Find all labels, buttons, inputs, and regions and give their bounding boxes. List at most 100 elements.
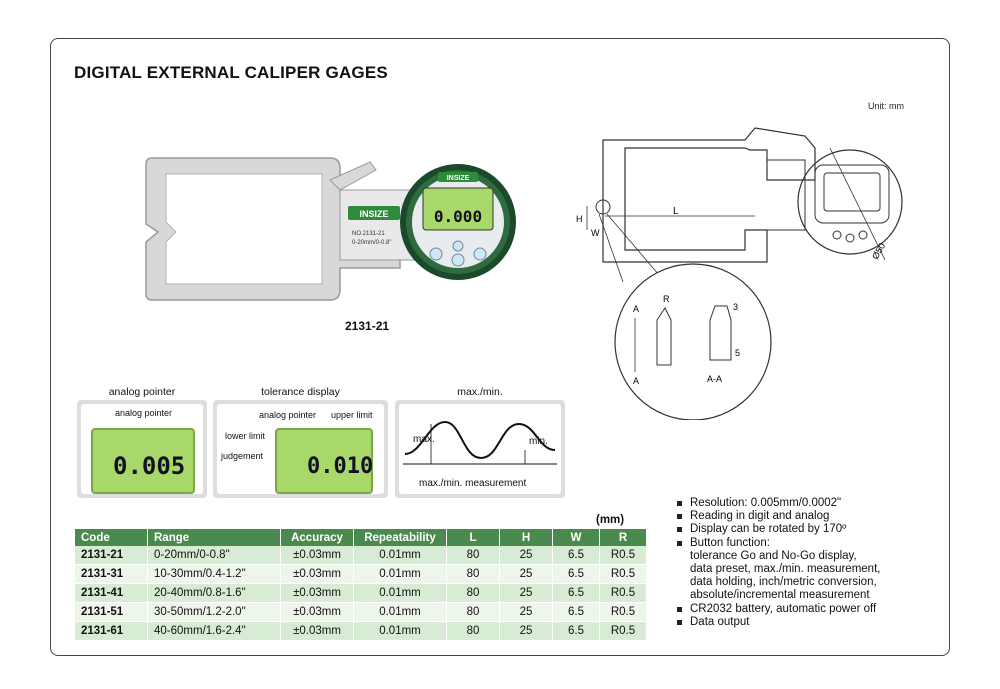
table-cell: R0.5 xyxy=(599,583,647,603)
dim-dia: Ø50 xyxy=(870,241,887,261)
table-cell: ±0.03mm xyxy=(280,564,354,584)
feature-item: CR2032 battery, automatic power off xyxy=(676,603,936,616)
feature-text: Display can be rotated by 170º xyxy=(690,523,847,536)
table-cell: 80 xyxy=(446,546,500,565)
table-cell: 6.5 xyxy=(552,602,600,622)
table-cell: 80 xyxy=(446,564,500,584)
feature-item: Reading in digit and analog xyxy=(676,510,936,523)
label-section: A-A xyxy=(707,374,722,384)
table-cell: R0.5 xyxy=(599,564,647,584)
analog-pointer-label: analog pointer xyxy=(259,410,317,420)
table-cell: ±0.03mm xyxy=(280,583,354,603)
dim-3: 3 xyxy=(733,302,738,312)
table-cell: 2131-31 xyxy=(75,564,148,584)
panel-maxmin: max. min. max./min. measurement xyxy=(395,400,565,498)
table-cell: 20-40mm/0.8-1.6" xyxy=(147,583,281,603)
panel-title-analog: analog pointer xyxy=(108,386,176,398)
technical-drawing: Ø50 L H W A A R 3 5 A-A xyxy=(576,127,903,420)
table-cell: 40-60mm/1.6-2.4" xyxy=(147,621,281,641)
table-cell: 2131-21 xyxy=(75,546,148,565)
gauge-reading: 0.000 xyxy=(434,207,482,226)
table-cell: 80 xyxy=(446,583,500,603)
feature-text: Resolution: 0.005mm/0.0002" xyxy=(690,497,842,509)
judgement-label: judgement xyxy=(221,451,264,461)
bullet-icon xyxy=(677,619,682,625)
table-cell: 30-50mm/1.2-2.0" xyxy=(147,602,281,622)
table-cell: 0-20mm/0-0.8" xyxy=(147,546,281,565)
table-cell: 0.01mm xyxy=(353,564,447,584)
bullet-icon xyxy=(677,501,682,506)
table-cell: 0.01mm xyxy=(353,602,447,622)
table-cell: 25 xyxy=(499,621,553,641)
lower-limit-label: lower limit xyxy=(225,431,266,441)
table-cell: 25 xyxy=(499,564,553,584)
dim-L: L xyxy=(673,206,679,217)
label-R: R xyxy=(663,294,670,304)
feature-text: Data output xyxy=(690,615,750,628)
col-L: L xyxy=(446,529,500,546)
table-cell: 25 xyxy=(499,583,553,603)
table-cell: ±0.03mm xyxy=(280,546,354,565)
maxmin-caption: max./min. measurement xyxy=(419,478,527,489)
table-cell: 2131-61 xyxy=(75,621,148,641)
bullet-icon xyxy=(677,527,682,533)
feature-item: Display can be rotated by 170º xyxy=(676,523,936,536)
table-cell: 25 xyxy=(499,602,553,622)
caliper-frame xyxy=(145,157,401,301)
feature-list: Resolution: 0.005mm/0.0002"Reading in di… xyxy=(676,497,936,629)
col-code: Code xyxy=(75,529,148,546)
svg-text:INSIZE: INSIZE xyxy=(447,175,470,182)
lcd-display: 0.010 xyxy=(275,428,373,494)
bullet-icon xyxy=(677,606,682,612)
bullet-icon xyxy=(677,540,682,546)
model-number: 2131-21 xyxy=(345,319,390,333)
feature-text: Button function: tolerance Go and No-Go … xyxy=(690,536,881,602)
col-accuracy: Accuracy xyxy=(280,529,354,546)
table-unit: (mm) xyxy=(596,514,625,526)
table-cell: R0.5 xyxy=(599,602,647,622)
label-A-bottom: A xyxy=(633,376,639,386)
dim-W: W xyxy=(591,228,600,238)
feature-text: CR2032 battery, automatic power off xyxy=(690,602,877,615)
feature-item: Button function: tolerance Go and No-Go … xyxy=(676,537,936,603)
table-cell: 10-30mm/0.4-1.2" xyxy=(147,564,281,584)
caliper-photo: INSIZE NO.2131-21 0-20mm/0-0.8" INSIZE 0… xyxy=(145,157,516,301)
wave-diagram xyxy=(403,420,557,465)
upper-limit-label: upper limit xyxy=(331,410,373,420)
table-cell: 2131-41 xyxy=(75,583,148,603)
table-cell: ±0.03mm xyxy=(280,602,354,622)
unit-note: Unit: mm xyxy=(868,101,904,111)
col-W: W xyxy=(552,529,600,546)
page-title: DIGITAL EXTERNAL CALIPER GAGES xyxy=(74,63,388,82)
dial-gauge: INSIZE 0.000 xyxy=(400,164,516,280)
table-cell: 6.5 xyxy=(552,621,600,641)
col-repeatability: Repeatability xyxy=(353,529,447,546)
analog-pointer-label: analog pointer xyxy=(115,408,173,418)
col-R: R xyxy=(599,529,647,546)
lcd-reading: 0.010 xyxy=(307,454,374,479)
feature-item: Resolution: 0.005mm/0.0002" xyxy=(676,497,936,510)
table-cell: R0.5 xyxy=(599,546,647,565)
brand-label: INSIZE xyxy=(359,209,388,219)
table-cell: 0.01mm xyxy=(353,621,447,641)
label-A-top: A xyxy=(633,304,639,314)
feature-text: Reading in digit and analog xyxy=(690,510,830,523)
min-label: min. xyxy=(529,436,548,447)
panel-analog-pointer: analog pointer 0.005 xyxy=(77,400,207,498)
spec-table: Code Range Accuracy Repeatability L H W … xyxy=(75,529,647,641)
col-range: Range xyxy=(147,529,281,546)
table-cell: 6.5 xyxy=(552,564,600,584)
table-cell: 6.5 xyxy=(552,546,600,565)
feature-item: Data output xyxy=(676,616,936,629)
table-cell: R0.5 xyxy=(599,621,647,641)
max-label: max. xyxy=(413,434,435,445)
table-cell: 0.01mm xyxy=(353,546,447,565)
dim-5: 5 xyxy=(735,348,740,358)
dim-H: H xyxy=(576,214,583,224)
lcd-reading: 0.005 xyxy=(113,452,186,480)
